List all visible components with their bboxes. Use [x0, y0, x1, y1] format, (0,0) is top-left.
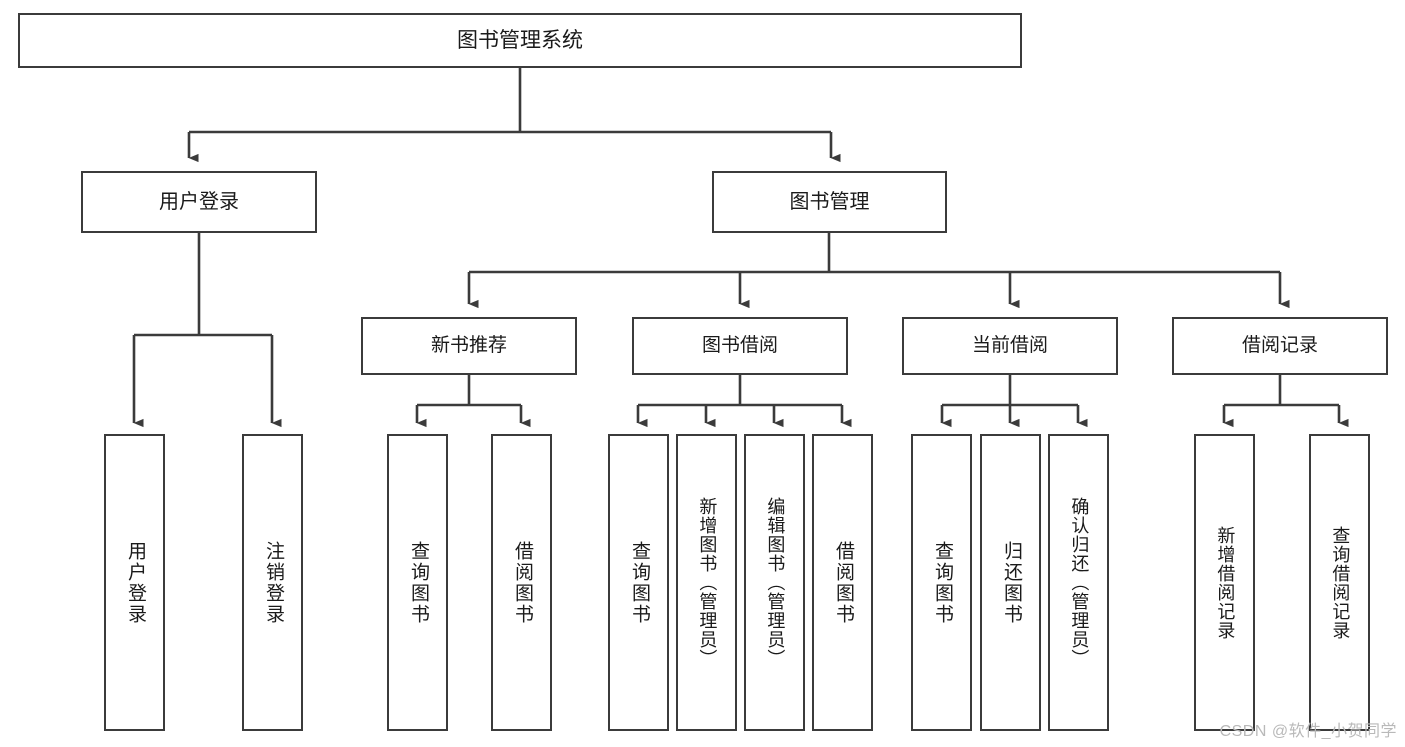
node-leaf-currentborrow-return-book-label: 归还图书	[1000, 540, 1022, 625]
node-leaf-bookborrow-add-book-label: 新增图书（管理员）	[697, 497, 718, 668]
node-leaf-bookborrow-borrow-book[interactable]: 借阅图书	[812, 434, 873, 731]
node-leaf-bookborrow-query-book[interactable]: 查询图书	[608, 434, 669, 731]
node-borrow-record-label: 借阅记录	[1241, 335, 1318, 357]
node-root-system[interactable]: 图书管理系统	[18, 13, 1022, 68]
node-book-borrow[interactable]: 图书借阅	[632, 317, 848, 375]
node-leaf-user-login-login-label: 用户登录	[124, 540, 146, 625]
node-leaf-currentborrow-return-book[interactable]: 归还图书	[980, 434, 1041, 731]
node-book-management-label: 图书管理	[789, 190, 870, 213]
node-leaf-newbook-query-book-label: 查询图书	[407, 540, 429, 625]
node-borrow-record[interactable]: 借阅记录	[1172, 317, 1388, 375]
node-leaf-user-login-logout[interactable]: 注销登录	[242, 434, 303, 731]
node-book-borrow-label: 图书借阅	[701, 335, 778, 357]
node-user-login-label: 用户登录	[159, 190, 239, 213]
node-leaf-newbook-borrow-book-label: 借阅图书	[511, 540, 533, 625]
node-leaf-currentborrow-query-book[interactable]: 查询图书	[911, 434, 972, 731]
node-leaf-borrowrecord-add-record-label: 新增借阅记录	[1215, 525, 1236, 640]
node-new-book-recommend[interactable]: 新书推荐	[361, 317, 577, 375]
node-leaf-bookborrow-borrow-book-label: 借阅图书	[832, 540, 854, 625]
node-current-borrow[interactable]: 当前借阅	[902, 317, 1118, 375]
node-leaf-bookborrow-edit-book-label: 编辑图书（管理员）	[765, 497, 786, 668]
node-leaf-borrowrecord-add-record[interactable]: 新增借阅记录	[1194, 434, 1255, 731]
node-user-login[interactable]: 用户登录	[81, 171, 317, 233]
node-leaf-bookborrow-edit-book[interactable]: 编辑图书（管理员）	[744, 434, 805, 731]
node-leaf-newbook-query-book[interactable]: 查询图书	[387, 434, 448, 731]
node-leaf-currentborrow-confirm-return[interactable]: 确认归还（管理员）	[1048, 434, 1109, 731]
node-leaf-bookborrow-query-book-label: 查询图书	[628, 540, 650, 625]
node-leaf-currentborrow-confirm-return-label: 确认归还（管理员）	[1069, 497, 1090, 668]
node-leaf-newbook-borrow-book[interactable]: 借阅图书	[491, 434, 552, 731]
node-leaf-bookborrow-add-book[interactable]: 新增图书（管理员）	[676, 434, 737, 731]
node-new-book-recommend-label: 新书推荐	[430, 335, 507, 357]
node-root-system-label: 图书管理系统	[457, 28, 583, 52]
node-current-borrow-label: 当前借阅	[971, 335, 1048, 357]
node-leaf-borrowrecord-query-record-label: 查询借阅记录	[1330, 525, 1351, 640]
node-leaf-user-login-logout-label: 注销登录	[262, 540, 284, 625]
node-leaf-borrowrecord-query-record[interactable]: 查询借阅记录	[1309, 434, 1370, 731]
node-leaf-user-login-login[interactable]: 用户登录	[104, 434, 165, 731]
node-leaf-currentborrow-query-book-label: 查询图书	[931, 540, 953, 625]
node-book-management[interactable]: 图书管理	[712, 171, 947, 233]
